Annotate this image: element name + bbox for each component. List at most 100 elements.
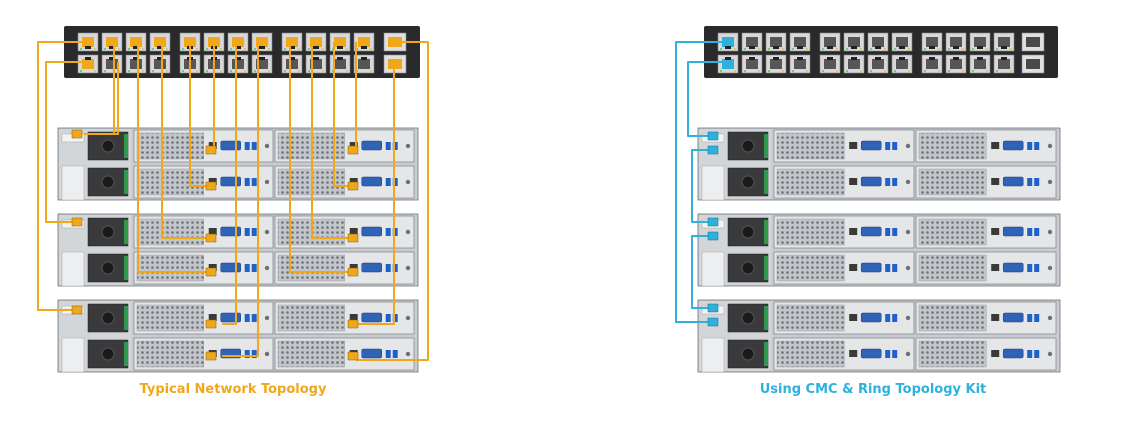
ring-cable (687, 61, 726, 137)
psu-latch (764, 342, 768, 366)
drive-bay (701, 251, 725, 287)
usb-port (251, 350, 257, 358)
fan-icon (101, 261, 115, 275)
node-button (405, 143, 411, 149)
vent-grille (277, 254, 345, 282)
vga-port (860, 176, 882, 187)
lan-port (991, 350, 1000, 357)
node-button (1047, 229, 1053, 235)
lan-port (991, 264, 1000, 271)
node-button (264, 229, 270, 235)
switch-port (251, 54, 273, 74)
vent-grille (277, 304, 345, 332)
usb-port (885, 350, 891, 358)
vga-port (220, 176, 241, 187)
vga-port (1002, 226, 1024, 237)
switch-port (765, 54, 787, 74)
switch-port (819, 32, 841, 52)
usb-port (251, 142, 257, 150)
vent-grille (136, 218, 204, 246)
vent-grille (776, 304, 845, 332)
usb-port (885, 228, 891, 236)
usb-port (892, 228, 898, 236)
switch-port (741, 54, 763, 74)
psu-latch (124, 220, 128, 244)
switch-port (969, 54, 991, 74)
rj45-plug (71, 217, 83, 227)
ethernet-cable (356, 41, 429, 361)
ethernet-cable (289, 42, 356, 273)
vent-grille (918, 304, 987, 332)
usb-port (251, 314, 257, 322)
lan-port (208, 264, 217, 271)
switch-port (717, 32, 739, 52)
rj45-plug (205, 267, 217, 277)
usb-port (1034, 228, 1040, 236)
ethernet-cable (161, 42, 210, 239)
usb-port (392, 228, 398, 236)
switch-port (867, 54, 889, 74)
fan-icon (741, 347, 755, 361)
usb-port (1027, 264, 1033, 272)
usb-port (385, 350, 391, 358)
lan-port (849, 228, 858, 235)
usb-port (392, 142, 398, 150)
vent-grille (776, 132, 845, 160)
ethernet-cable (311, 42, 356, 239)
usb-port (392, 314, 398, 322)
switch-port (921, 54, 943, 74)
switch-port (789, 32, 811, 52)
ethernet-cable (222, 42, 237, 325)
fan-icon (101, 347, 115, 361)
usb-port (251, 264, 257, 272)
vga-port (1002, 176, 1024, 187)
node-button (905, 315, 911, 321)
vent-grille (918, 168, 987, 196)
switch-port (993, 54, 1015, 74)
vent-grille (136, 168, 204, 196)
usb-port (1027, 142, 1033, 150)
psu-latch (764, 134, 768, 158)
switch-port (969, 32, 991, 52)
fan-icon (741, 261, 755, 275)
right-server-chassis-1 (697, 127, 1061, 201)
usb-port (885, 264, 891, 272)
fan-icon (741, 175, 755, 189)
usb-port (392, 350, 398, 358)
vent-grille (918, 218, 987, 246)
ring-cable (691, 235, 710, 309)
usb-port (244, 178, 250, 186)
vga-port (220, 262, 241, 273)
switch-port (921, 32, 943, 52)
node-button (905, 265, 911, 271)
switch-port (843, 54, 865, 74)
vga-port (361, 312, 382, 323)
cmc-port-plug (707, 145, 719, 155)
switch-port (149, 54, 171, 74)
lan-port (349, 178, 358, 185)
drive-bay (61, 165, 85, 201)
psu-latch (124, 134, 128, 158)
usb-port (385, 264, 391, 272)
rj45-plug (347, 267, 359, 277)
vent-grille (918, 132, 987, 160)
vent-grille (776, 218, 845, 246)
usb-port (892, 314, 898, 322)
node-button (405, 229, 411, 235)
psu-latch (764, 220, 768, 244)
vga-port (361, 176, 382, 187)
lan-port (208, 178, 217, 185)
vga-port (860, 226, 882, 237)
left-server-chassis-1 (57, 127, 419, 201)
node-button (264, 143, 270, 149)
node-button (405, 315, 411, 321)
ring-cable (691, 149, 710, 223)
usb-port (1027, 178, 1033, 186)
node-button (405, 265, 411, 271)
usb-port (1034, 142, 1040, 150)
fan-icon (741, 139, 755, 153)
vga-port (1002, 262, 1024, 273)
lan-port (349, 264, 358, 271)
node-button (905, 143, 911, 149)
cmc-port-plug (707, 131, 719, 141)
